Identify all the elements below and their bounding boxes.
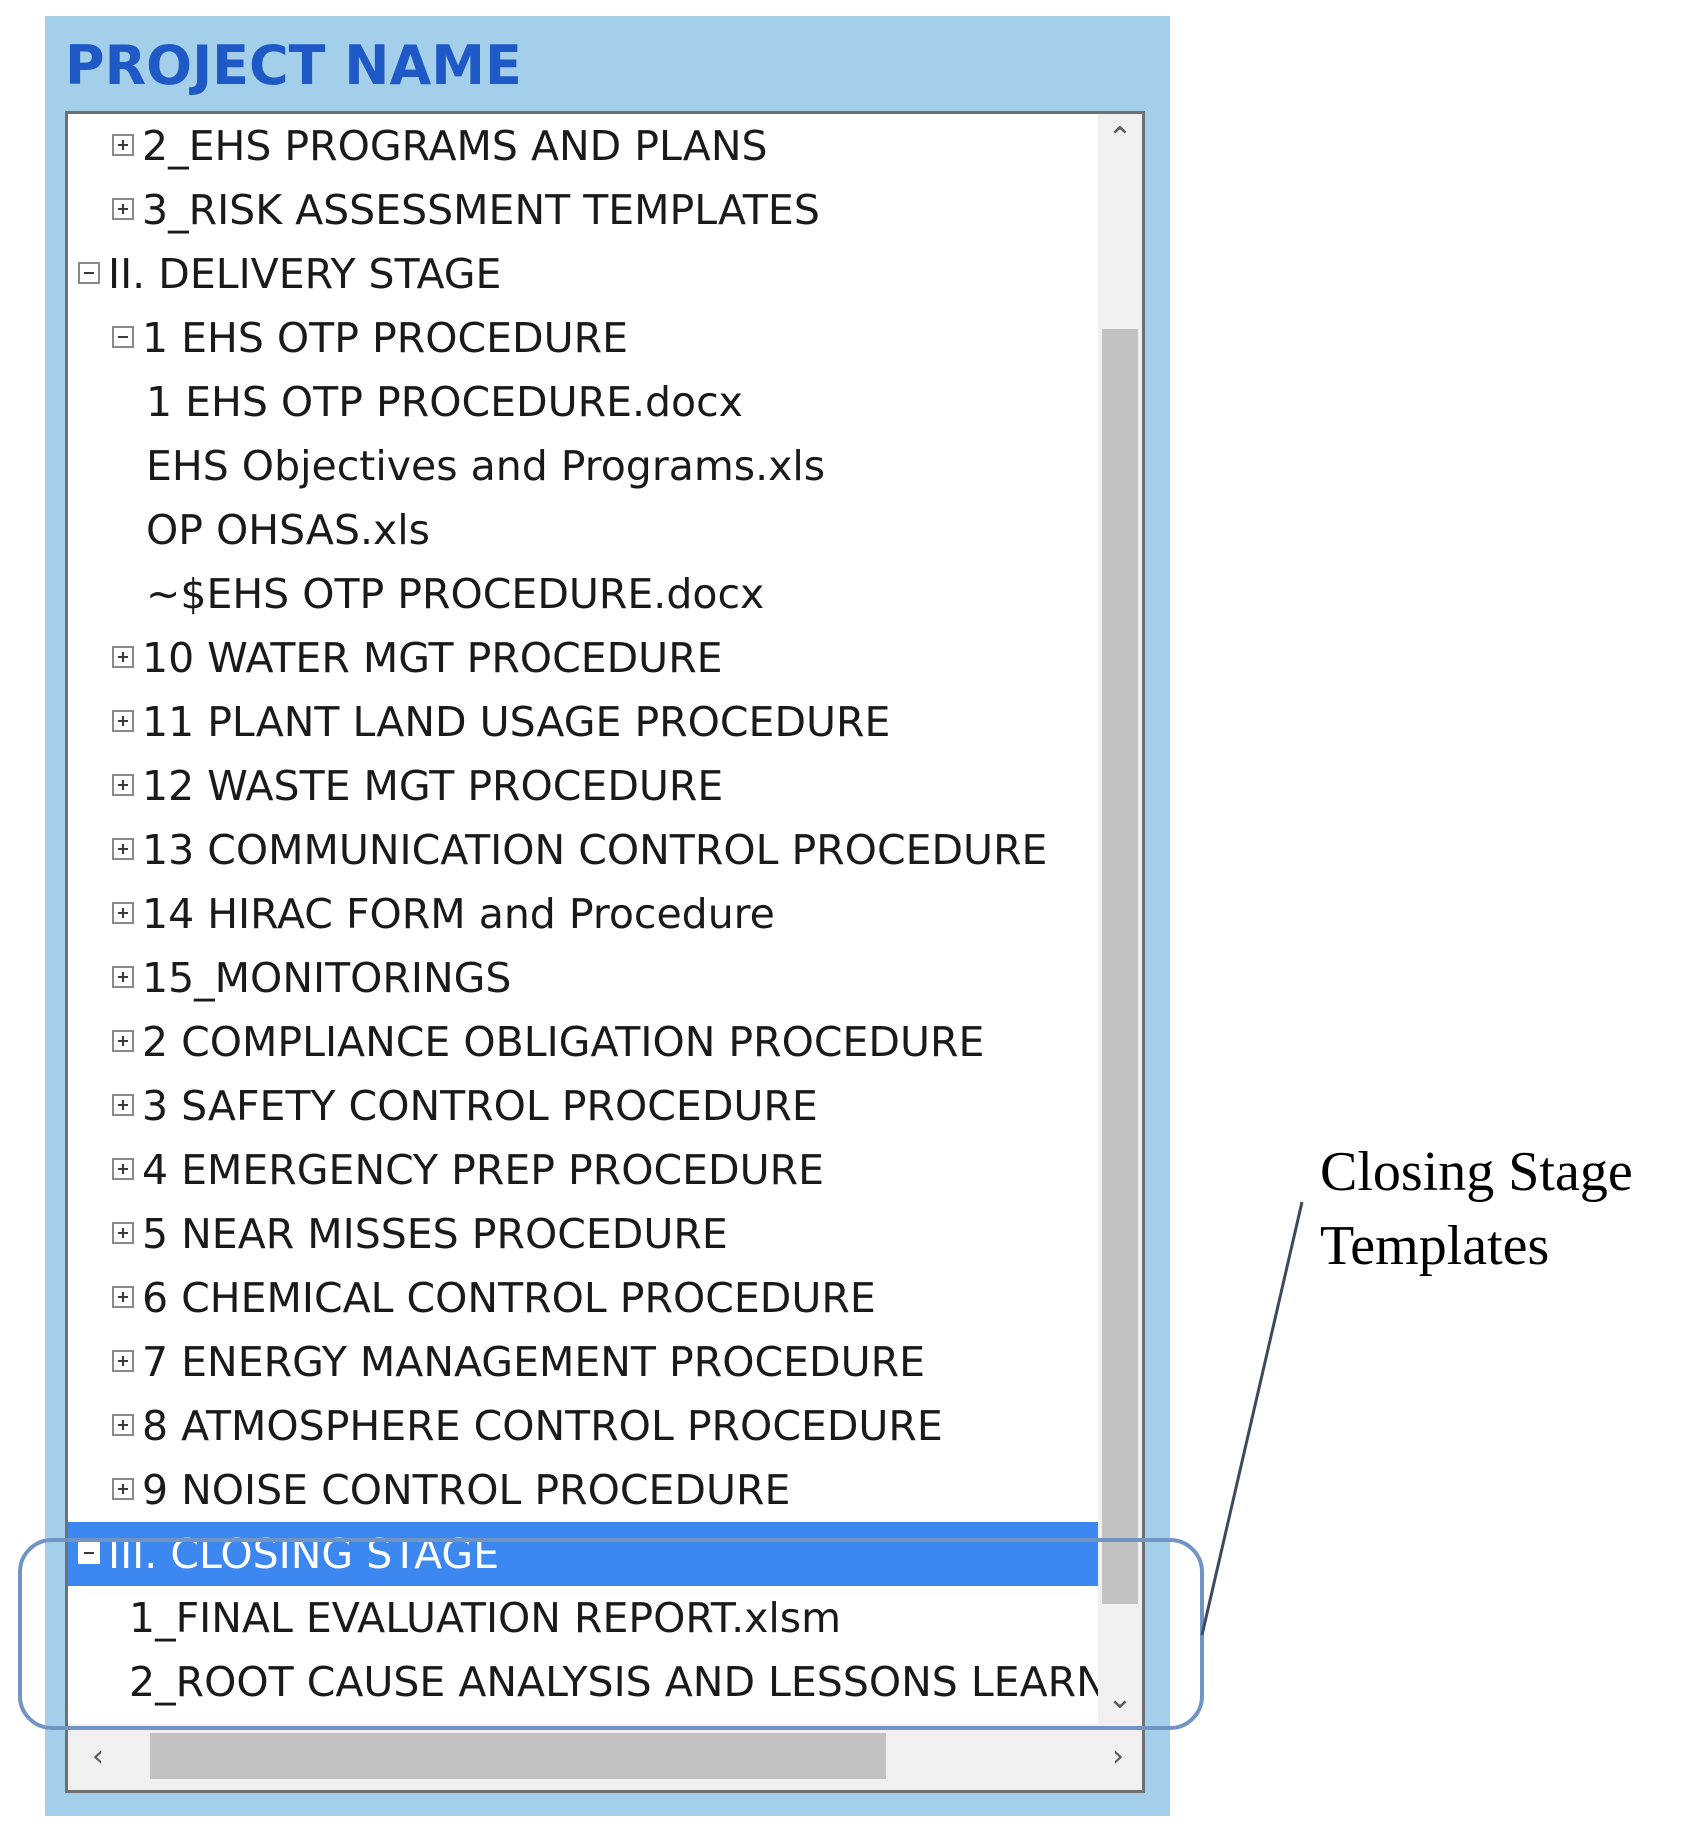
tree-row-label: 10 WATER MGT PROCEDURE [142, 634, 723, 682]
tree-row-label: ~$EHS OTP PROCEDURE.docx [146, 570, 765, 618]
tree-row-label: 5 NEAR MISSES PROCEDURE [142, 1210, 728, 1258]
tree-row-label: 14 HIRAC FORM and Procedure [142, 890, 775, 938]
horizontal-scroll-thumb[interactable] [150, 1733, 886, 1779]
project-panel: PROJECT NAME 2_EHS PROGRAMS AND PLANS 3_R… [45, 16, 1170, 1816]
callout-line-2: Templates [1320, 1215, 1550, 1277]
tree-row-label: EHS Objectives and Programs.xls [146, 442, 826, 490]
tree-row[interactable]: 14 HIRAC FORM and Procedure [68, 882, 1098, 946]
tree-row[interactable]: 4 EMERGENCY PREP PROCEDURE [68, 1138, 1098, 1202]
tree-row[interactable]: II. DELIVERY STAGE [68, 242, 1098, 306]
collapse-icon[interactable] [78, 262, 100, 284]
tree-rows: 2_EHS PROGRAMS AND PLANS 3_RISK ASSESSMEN… [68, 114, 1098, 1724]
tree-row-label: 2 COMPLIANCE OBLIGATION PROCEDURE [142, 1018, 985, 1066]
tree-row-label: 1_FINAL EVALUATION REPORT.xlsm [129, 1594, 842, 1642]
expand-icon[interactable] [112, 1158, 134, 1180]
tree-row[interactable]: ~$EHS OTP PROCEDURE.docx [68, 562, 1098, 626]
tree-row[interactable]: 1_FINAL EVALUATION REPORT.xlsm [68, 1586, 1098, 1650]
tree-row-label: 12 WASTE MGT PROCEDURE [142, 762, 724, 810]
tree-row-label: OP OHSAS.xls [146, 506, 431, 554]
collapse-icon[interactable] [112, 326, 134, 348]
tree-row-label: 4 EMERGENCY PREP PROCEDURE [142, 1146, 824, 1194]
callout-pointer [1200, 1201, 1304, 1636]
folder-tree[interactable]: 2_EHS PROGRAMS AND PLANS 3_RISK ASSESSMEN… [65, 111, 1145, 1793]
expand-icon[interactable] [112, 1286, 134, 1308]
tree-row-label: 9 NOISE CONTROL PROCEDURE [142, 1466, 791, 1514]
chevron-down-icon[interactable]: ⌄ [1107, 1681, 1133, 1716]
tree-row-label: 2_ROOT CAUSE ANALYSIS AND LESSONS LEARNE… [129, 1658, 1098, 1706]
expand-icon[interactable] [112, 902, 134, 924]
tree-row-label: 3 SAFETY CONTROL PROCEDURE [142, 1082, 818, 1130]
chevron-up-icon[interactable]: ⌃ [1107, 121, 1133, 156]
horizontal-scrollbar[interactable]: ‹ › [68, 1724, 1142, 1790]
expand-icon[interactable] [112, 1414, 134, 1436]
tree-row[interactable]: 1 EHS OTP PROCEDURE [68, 306, 1098, 370]
expand-icon[interactable] [112, 1478, 134, 1500]
vertical-scroll-thumb[interactable] [1102, 329, 1138, 1604]
expand-icon[interactable] [112, 198, 134, 220]
panel-title: PROJECT NAME [65, 34, 522, 97]
expand-icon[interactable] [112, 646, 134, 668]
tree-row[interactable]: 9 NOISE CONTROL PROCEDURE [68, 1458, 1098, 1522]
tree-row-label: 7 ENERGY MANAGEMENT PROCEDURE [142, 1338, 926, 1386]
expand-icon[interactable] [112, 774, 134, 796]
tree-row[interactable]: 2_ROOT CAUSE ANALYSIS AND LESSONS LEARNE… [68, 1650, 1098, 1714]
expand-icon[interactable] [112, 1094, 134, 1116]
tree-row[interactable]: OP OHSAS.xls [68, 498, 1098, 562]
expand-icon[interactable] [112, 838, 134, 860]
tree-row-label: 15_MONITORINGS [142, 954, 512, 1002]
collapse-icon[interactable] [78, 1542, 100, 1564]
callout-line-1: Closing Stage [1320, 1141, 1633, 1203]
expand-icon[interactable] [112, 134, 134, 156]
tree-row[interactable]: 15_MONITORINGS [68, 946, 1098, 1010]
expand-icon[interactable] [112, 710, 134, 732]
tree-row[interactable]: 8 ATMOSPHERE CONTROL PROCEDURE [68, 1394, 1098, 1458]
tree-row[interactable]: III. CLOSING STAGE [68, 1522, 1098, 1586]
tree-row-label: II. DELIVERY STAGE [108, 250, 502, 298]
tree-row[interactable]: 10 WATER MGT PROCEDURE [68, 626, 1098, 690]
tree-row-label: 3_RISK ASSESSMENT TEMPLATES [142, 186, 820, 234]
tree-row[interactable]: 12 WASTE MGT PROCEDURE [68, 754, 1098, 818]
tree-row-label: 13 COMMUNICATION CONTROL PROCEDURE [142, 826, 1048, 874]
expand-icon[interactable] [112, 1030, 134, 1052]
tree-row[interactable]: 5 NEAR MISSES PROCEDURE [68, 1202, 1098, 1266]
chevron-right-icon[interactable]: › [1112, 1739, 1124, 1774]
tree-row[interactable]: 11 PLANT LAND USAGE PROCEDURE [68, 690, 1098, 754]
tree-row[interactable]: 7 ENERGY MANAGEMENT PROCEDURE [68, 1330, 1098, 1394]
tree-row-label: 1 EHS OTP PROCEDURE [142, 314, 628, 362]
tree-row-label: 11 PLANT LAND USAGE PROCEDURE [142, 698, 891, 746]
callout-label: Closing Stage Templates [1320, 1135, 1670, 1283]
tree-row[interactable]: 3 SAFETY CONTROL PROCEDURE [68, 1074, 1098, 1138]
chevron-left-icon[interactable]: ‹ [92, 1739, 104, 1774]
tree-row-label: 6 CHEMICAL CONTROL PROCEDURE [142, 1274, 876, 1322]
tree-row-label: 1 EHS OTP PROCEDURE.docx [146, 378, 743, 426]
tree-row-label: 2_EHS PROGRAMS AND PLANS [142, 122, 768, 170]
tree-row[interactable]: 13 COMMUNICATION CONTROL PROCEDURE [68, 818, 1098, 882]
tree-row[interactable]: 1 EHS OTP PROCEDURE.docx [68, 370, 1098, 434]
expand-icon[interactable] [112, 1222, 134, 1244]
tree-row[interactable]: 2_EHS PROGRAMS AND PLANS [68, 114, 1098, 178]
expand-icon[interactable] [112, 966, 134, 988]
tree-row[interactable]: 2 COMPLIANCE OBLIGATION PROCEDURE [68, 1010, 1098, 1074]
tree-row[interactable]: EHS Objectives and Programs.xls [68, 434, 1098, 498]
vertical-scrollbar[interactable]: ⌃ ⌄ [1098, 114, 1142, 1724]
tree-row-label: 8 ATMOSPHERE CONTROL PROCEDURE [142, 1402, 943, 1450]
expand-icon[interactable] [112, 1350, 134, 1372]
tree-row[interactable]: 6 CHEMICAL CONTROL PROCEDURE [68, 1266, 1098, 1330]
tree-row[interactable]: 3_RISK ASSESSMENT TEMPLATES [68, 178, 1098, 242]
